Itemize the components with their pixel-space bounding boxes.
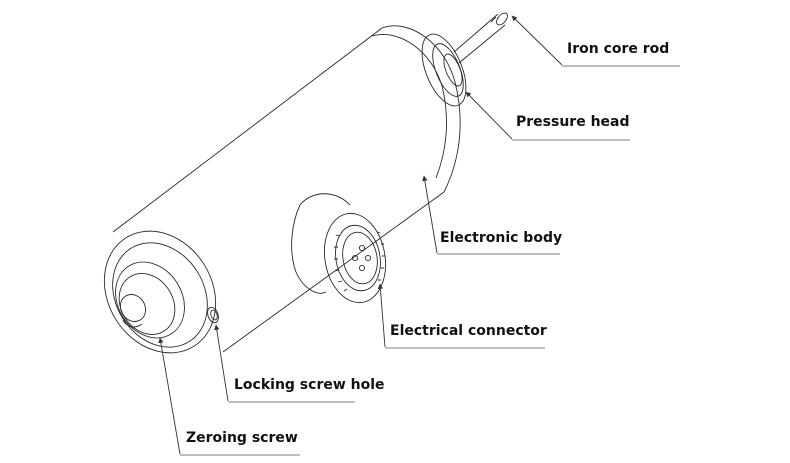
leader-electrical-connector [377,283,386,348]
leader-pressure-head [465,91,513,140]
label-pressure-head: Pressure head [516,114,630,130]
leader-zeroing-screw [158,337,181,455]
iron-core-rod-shape [453,12,508,64]
electronic-body-cylinder [103,25,461,354]
label-locking-screw-hole: Locking screw hole [234,377,385,393]
electrical-connector-shape [291,193,387,304]
leader-lines [158,15,680,456]
leader-electronic-body [422,175,438,254]
locking-screw-hole-shape [207,306,219,324]
pressure-head-shape [421,33,467,107]
sensor-outline [103,12,508,354]
leader-iron-core-rod [511,15,563,66]
zeroing-screw-shape [115,261,185,339]
label-electronic-body: Electronic body [440,230,563,246]
label-iron-core-rod: Iron core rod [567,41,670,57]
label-electrical-connector: Electrical connector [390,323,547,339]
leader-locking-screw-hole [214,324,229,402]
label-zeroing-screw: Zeroing screw [186,430,298,446]
